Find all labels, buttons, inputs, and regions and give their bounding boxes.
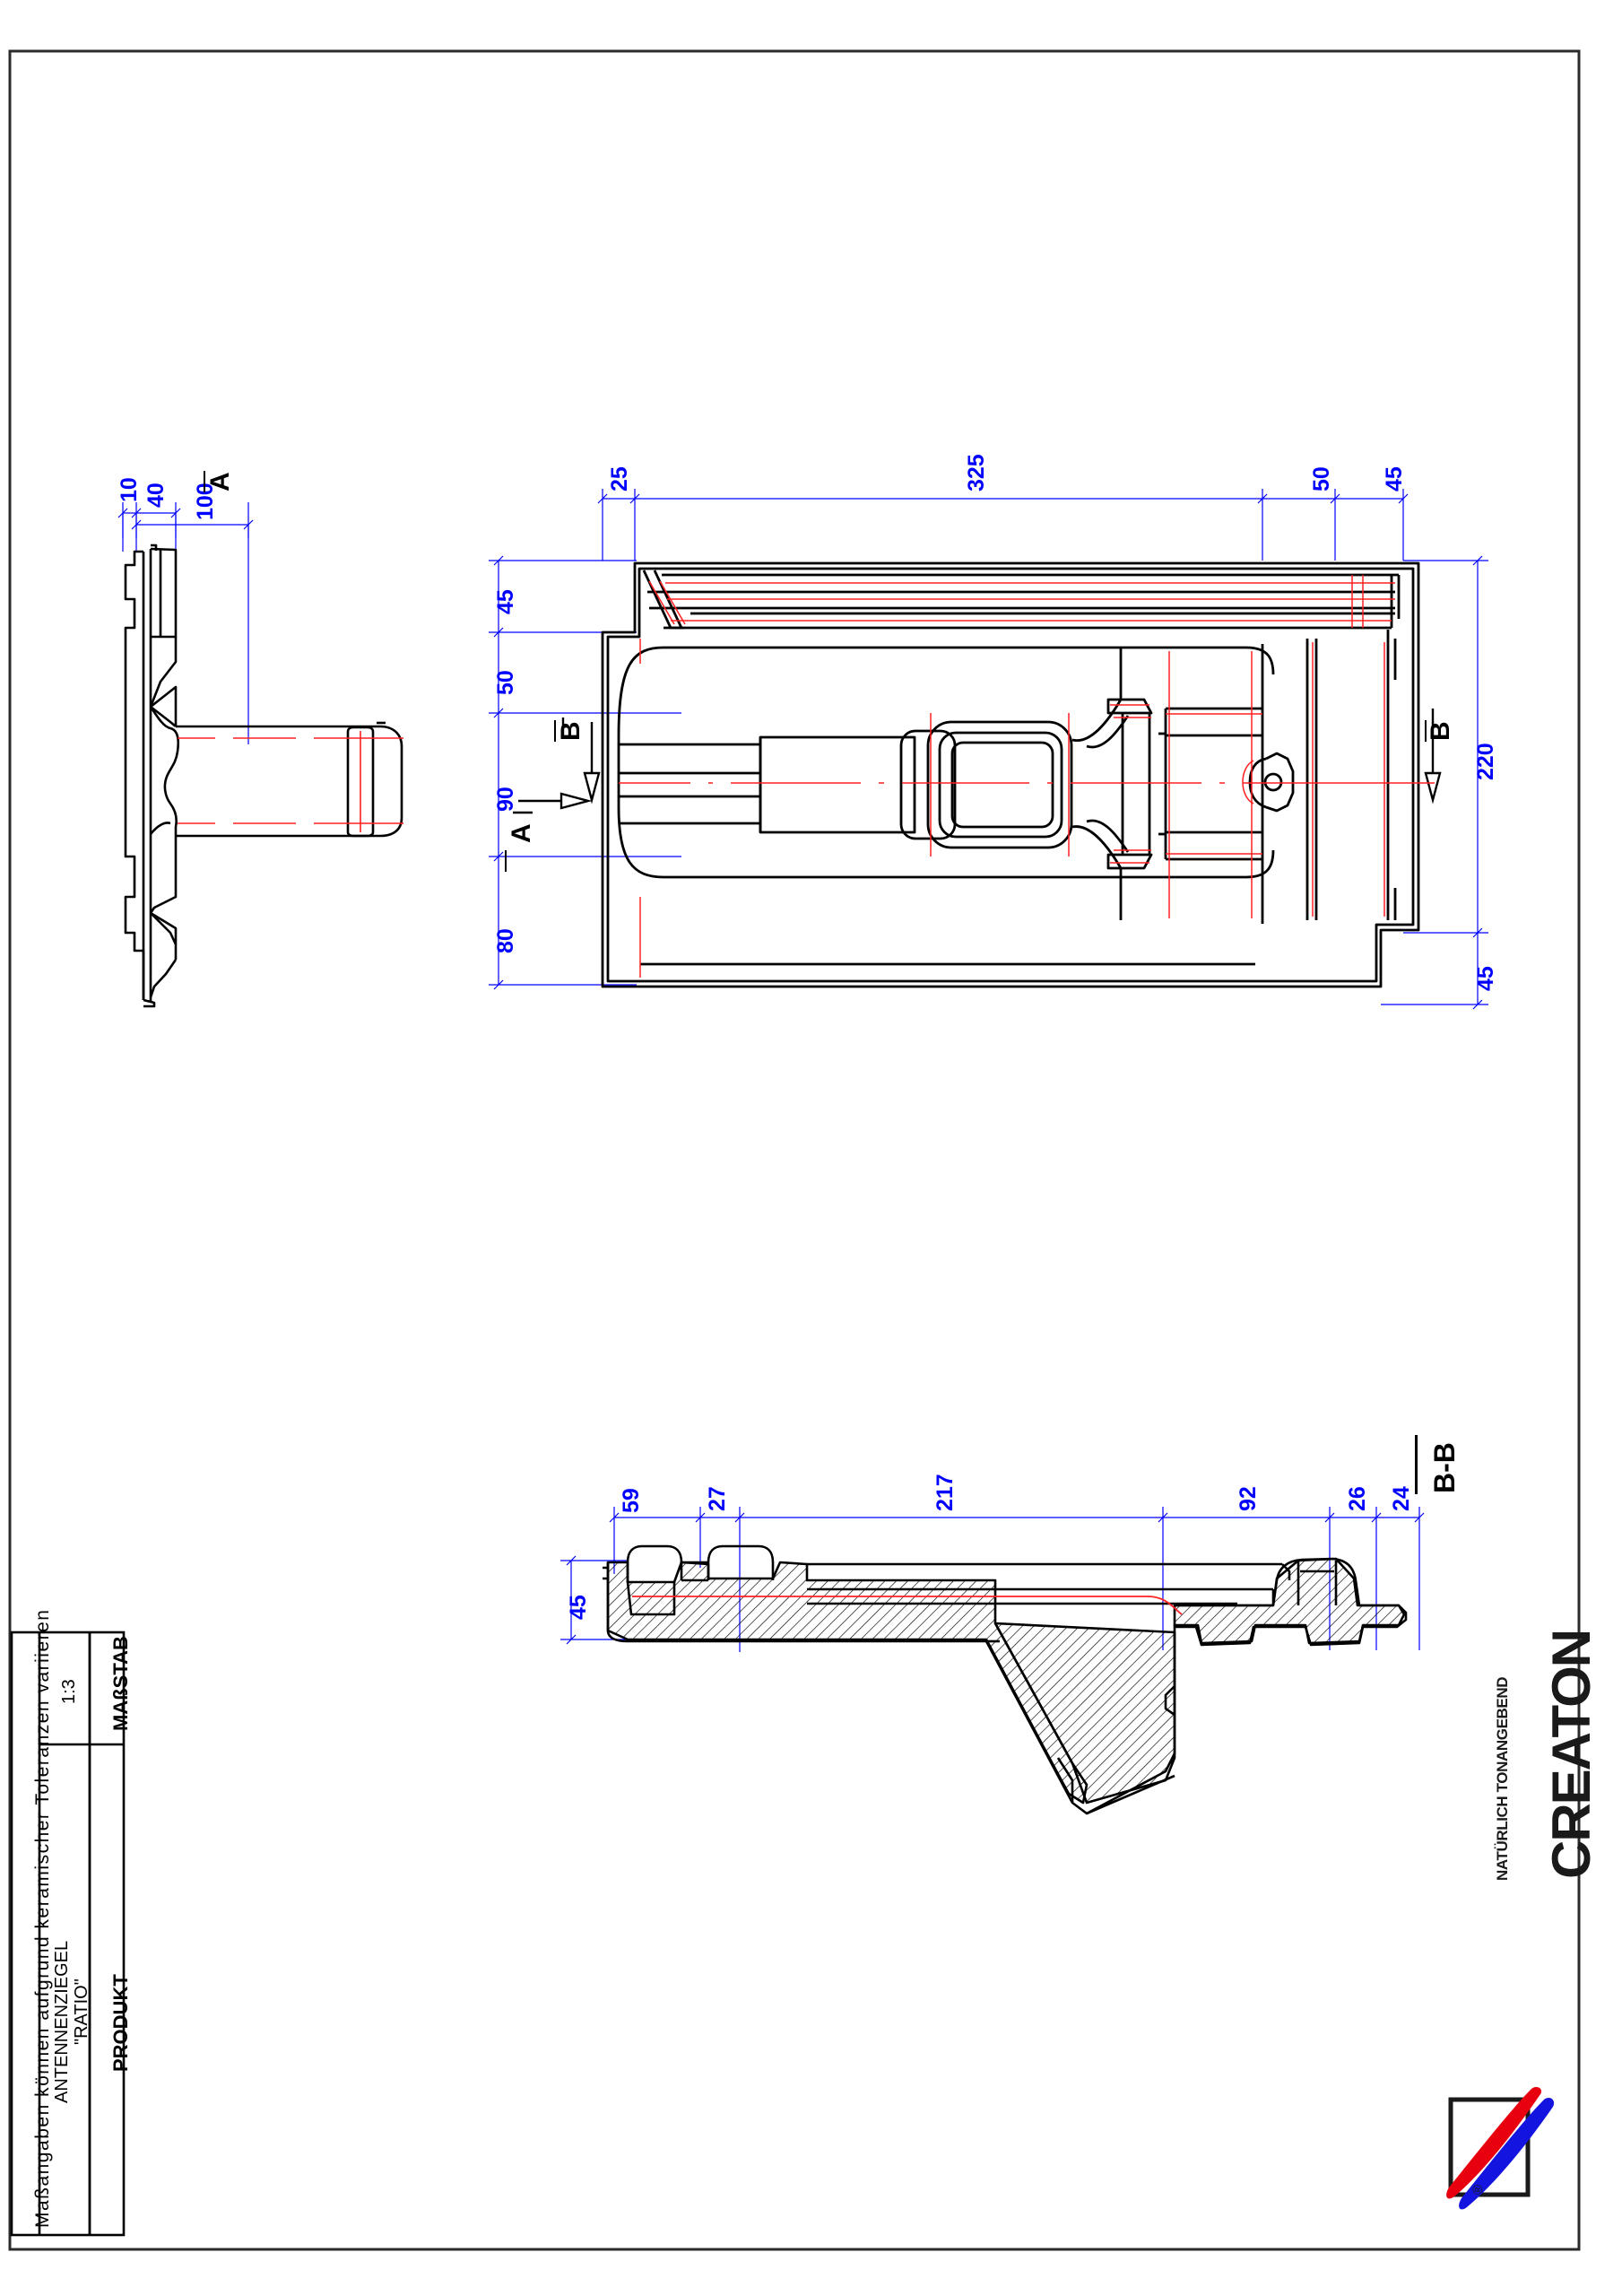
section-mark-b-rule <box>554 720 557 742</box>
title-block-scale-value: 1:3 <box>59 1679 79 1704</box>
section-arrow-markers <box>513 709 1442 814</box>
title-block-product-line2: ANTENNENZIEGEL <box>52 1940 72 2103</box>
creaton-swoosh-mark <box>1446 2087 1555 2210</box>
dim-left-45: 45 <box>493 589 518 614</box>
dim-right-45: 45 <box>1473 966 1498 991</box>
section-mark-b-right: B <box>1426 721 1455 741</box>
creaton-tagline: NATÜRLICH TONANGEBEND <box>1494 1676 1511 1881</box>
top-view-centerlines <box>619 575 1435 978</box>
sheet-border <box>8 49 1581 2251</box>
creaton-registered-mark: ® <box>1470 2184 1486 2195</box>
section-mark-b-right-rule <box>1425 720 1427 742</box>
title-block-product-header: PRODUKT <box>109 1974 132 2072</box>
section-label-a-top-rule <box>204 471 206 492</box>
dim-bb-92: 92 <box>1236 1486 1261 1511</box>
top-view-dimensions <box>489 489 1488 1010</box>
section-bb-cut-material <box>606 1557 1406 1805</box>
section-bb-view <box>560 1507 1425 1815</box>
dim-left-50: 50 <box>493 670 518 695</box>
section-label-a-top: A <box>205 472 235 491</box>
dim-top-25: 25 <box>607 466 632 491</box>
section-mark-a-rule <box>505 850 507 872</box>
section-title-bb-rule <box>1415 1435 1418 1494</box>
dim-bb-45: 45 <box>566 1595 591 1620</box>
section-title-bb: B-B <box>1428 1442 1461 1493</box>
top-view-outline <box>601 561 1420 988</box>
section-a-centerlines <box>178 731 403 832</box>
dim-right-220: 220 <box>1473 743 1498 780</box>
title-block-product-line1: "RATIO" <box>72 1979 91 2045</box>
title-block-scale-header: MAßSTAB <box>109 1636 132 1731</box>
dim-left-80: 80 <box>493 928 518 953</box>
top-view <box>489 489 1488 1010</box>
section-bb-outline <box>603 1544 1408 1815</box>
dim-section-a-10: 10 <box>117 477 142 502</box>
creaton-wordmark: CREATON <box>1541 1630 1601 1879</box>
dim-bb-217: 217 <box>932 1474 958 1511</box>
section-mark-a-left: A <box>507 823 536 843</box>
section-bb-centerlines <box>632 1596 1183 1615</box>
dim-bb-27: 27 <box>705 1486 730 1511</box>
dim-bb-26: 26 <box>1345 1486 1370 1511</box>
title-block-tolerance-note: Maßangaben können aufgrund keramischer T… <box>32 1608 53 2228</box>
section-a-view <box>117 502 403 1008</box>
creaton-logo: CREATON NATÜRLICH TONANGEBEND ® <box>1435 1631 1601 2229</box>
dim-section-a-40: 40 <box>143 483 169 508</box>
dim-bb-24: 24 <box>1389 1486 1414 1511</box>
section-a-dimensions <box>117 502 254 744</box>
dim-left-90: 90 <box>493 787 518 812</box>
dim-bb-59: 59 <box>619 1488 644 1513</box>
dim-top-50: 50 <box>1309 466 1334 491</box>
title-block-frame <box>10 1631 126 2237</box>
dim-top-325: 325 <box>964 454 989 491</box>
section-mark-b-left: B <box>556 721 585 741</box>
dim-top-45: 45 <box>1382 466 1407 491</box>
section-a-profile <box>124 544 403 1008</box>
